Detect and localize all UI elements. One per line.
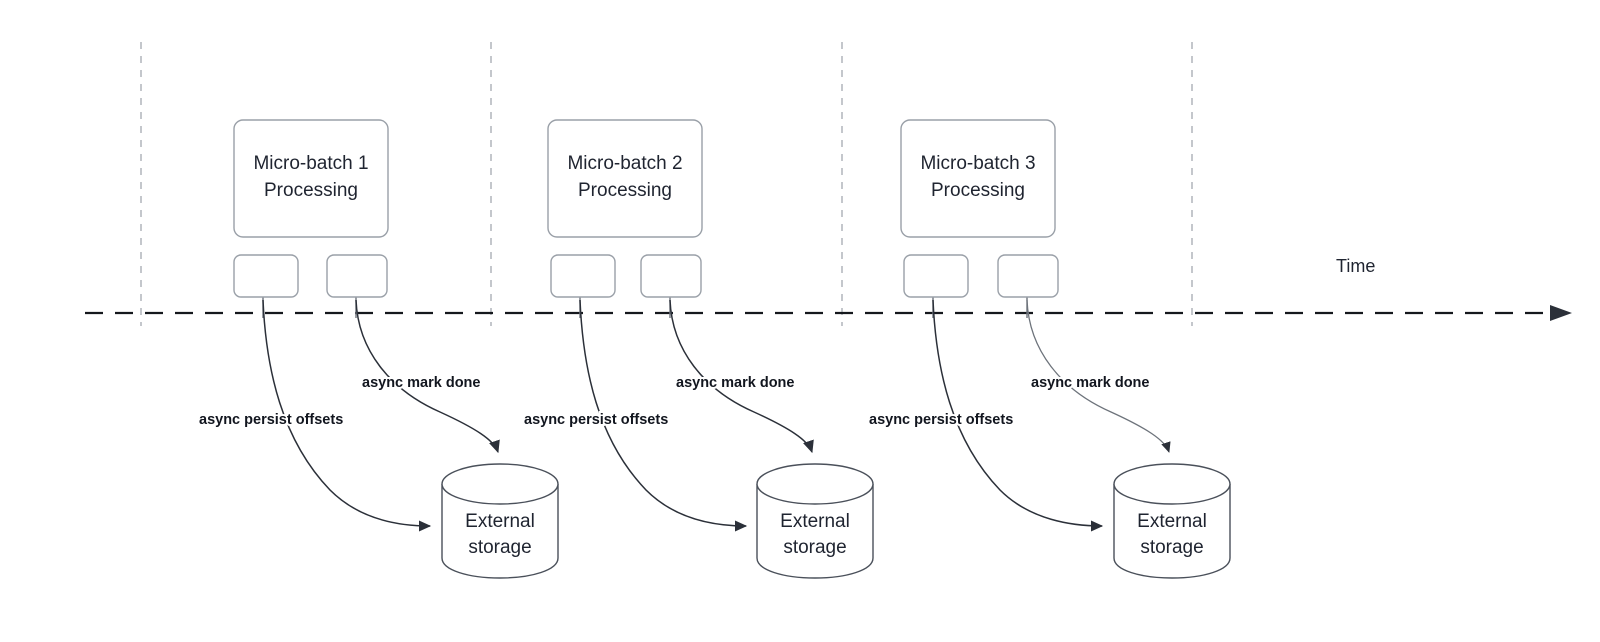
mark-done-edge-2 — [669, 299, 814, 454]
group-3-storage-label-line2: storage — [1140, 537, 1203, 558]
group-2-task-box-right[interactable] — [640, 254, 702, 298]
group-2-storage-label-line2: storage — [783, 537, 846, 558]
time-axis — [85, 305, 1572, 321]
group-1-storage-label-line2: storage — [468, 537, 531, 558]
micro-batch-2-label-line2: Processing — [578, 180, 672, 201]
guide-lines — [140, 42, 1193, 326]
group-3-mark-done-label: async mark done — [1031, 375, 1149, 391]
micro-batch-1-label-line2: Processing — [264, 180, 358, 201]
group-1-persist-offsets-label: async persist offsets — [199, 412, 343, 428]
micro-batch-2-label-line1: Micro-batch 2 — [567, 153, 682, 174]
group-1-external-storage[interactable]: External storage — [441, 463, 559, 579]
group-3-task-box-right[interactable] — [997, 254, 1059, 298]
micro-batch-3-label-line2: Processing — [931, 180, 1025, 201]
group-1-storage-label-line1: External — [465, 511, 535, 532]
group-2-persist-offsets-label: async persist offsets — [524, 412, 668, 428]
group-3-task-box-left[interactable] — [903, 254, 969, 298]
group-2-mark-done-label: async mark done — [676, 375, 794, 391]
persist-offsets-edge-3 — [932, 299, 1104, 532]
micro-batch-2-box[interactable] — [547, 119, 703, 238]
micro-batch-3-box[interactable] — [900, 119, 1056, 238]
micro-batch-1-label-line1: Micro-batch 1 — [253, 153, 368, 174]
group-3-storage-label-line1: External — [1137, 511, 1207, 532]
group-3-external-storage[interactable]: External storage — [1113, 463, 1231, 579]
group-1-mark-done-label: async mark done — [362, 375, 480, 391]
micro-batch-3-label-line1: Micro-batch 3 — [920, 153, 1035, 174]
time-axis-label: Time — [1336, 256, 1375, 276]
group-2-storage-top — [756, 463, 874, 505]
persist-offsets-edge-2 — [579, 299, 748, 532]
mark-done-edge-3 — [1026, 299, 1171, 453]
micro-batch-1-box[interactable] — [233, 119, 389, 238]
mark-done-edge-1 — [355, 299, 500, 454]
persist-offsets-edge-1 — [262, 299, 432, 532]
group-2-storage-label-line1: External — [780, 511, 850, 532]
group-3: Micro-batch 3 Processing External storag… — [867, 119, 1231, 579]
group-3-storage-top — [1113, 463, 1231, 505]
group-1: Micro-batch 1 Processing External storag… — [197, 119, 559, 579]
group-2-task-box-left[interactable] — [550, 254, 616, 298]
group-2: Micro-batch 2 Processing External storag… — [522, 119, 874, 579]
group-1-task-box-left[interactable] — [233, 254, 299, 298]
time-axis-arrowhead — [1550, 305, 1572, 321]
group-3-persist-offsets-label: async persist offsets — [869, 412, 1013, 428]
group-1-task-box-right[interactable] — [326, 254, 388, 298]
group-2-external-storage[interactable]: External storage — [756, 463, 874, 579]
group-1-storage-top — [441, 463, 559, 505]
